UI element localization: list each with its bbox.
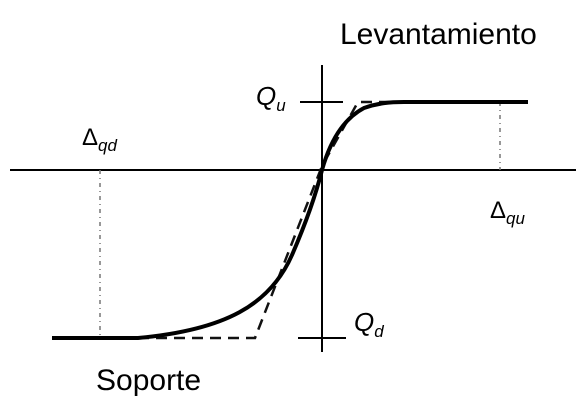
delta-qd-label: Δqd <box>82 124 117 155</box>
qu-label: Qu <box>256 81 286 115</box>
delta-qu-label-sub: qu <box>506 209 525 228</box>
qd-label: Qd <box>354 307 384 341</box>
delta-qu-label-main: Δ <box>490 197 506 224</box>
delta-qd-label-sub: qd <box>98 136 117 155</box>
solid-load-curve <box>52 100 528 340</box>
soporte-label: Soporte <box>96 364 201 397</box>
qd-label-sub: d <box>374 322 384 341</box>
qu-label-main: Q <box>256 81 276 111</box>
levantamiento-label: Levantamiento <box>340 18 537 51</box>
qu-label-sub: u <box>276 96 286 115</box>
qd-label-main: Q <box>354 307 374 337</box>
delta-qu-label: Δqu <box>490 197 525 228</box>
dashed-bilinear-curve <box>138 100 404 340</box>
delta-qd-label-main: Δ <box>82 124 98 151</box>
